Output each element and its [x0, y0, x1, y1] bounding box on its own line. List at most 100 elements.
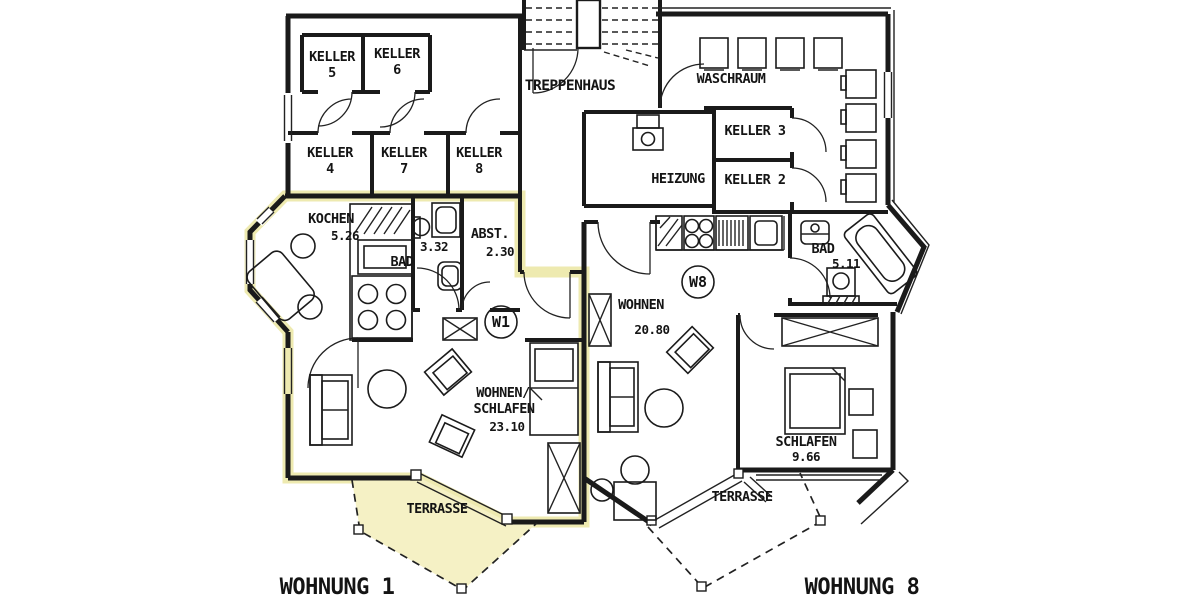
sink-icon: [749, 215, 783, 251]
shower-tray: [435, 206, 457, 234]
room-label-treppenhaus: TREPPENHAUS: [525, 78, 616, 94]
bed-icon: [529, 342, 579, 436]
bedroom-w8: [781, 317, 879, 459]
wardrobe-icon: [588, 293, 612, 347]
w1-badge: W1: [484, 305, 518, 339]
terrace-post: [696, 581, 707, 592]
room-label-keller7: KELLER: [381, 145, 428, 161]
sofa-icon: [597, 361, 639, 433]
fridge-inner: [363, 245, 407, 269]
room-label-abst: ABST.: [471, 226, 509, 242]
round-table-icon: [644, 388, 684, 428]
room-labels: KELLER 5 KELLER 6 KELLER 4 KELLER 7 KELL…: [307, 46, 860, 517]
window-post: [410, 469, 422, 481]
terrace-post: [353, 524, 364, 535]
bath-w1: [411, 202, 463, 291]
room-area-schlafen-w8: 9.66: [792, 449, 820, 464]
door-arc: [307, 47, 831, 389]
kitchen-w8: [655, 215, 785, 251]
room-label-keller4: KELLER: [307, 145, 354, 161]
room-label-wohnen-schlafen-2: SCHLAFEN: [473, 401, 534, 417]
room-number-keller7: 7: [400, 161, 408, 177]
room-label-waschraum: WASCHRAUM: [697, 71, 766, 87]
room-label-bad-w8: BAD: [812, 241, 835, 257]
toilet-icon: [437, 261, 463, 291]
room-label-keller8: KELLER: [456, 145, 503, 161]
terrace-outlines: [351, 472, 826, 594]
window-lines: [245, 72, 893, 529]
chair-icon: [290, 233, 316, 259]
room-area-kochen: 5.26: [331, 228, 359, 243]
room-label-kochen: KOCHEN: [308, 211, 354, 227]
room-label-schlafen-w8: SCHLAFEN: [775, 434, 836, 450]
sofa-icon: [309, 374, 353, 446]
caption-wohnung-8: WOHNUNG 8: [805, 575, 920, 600]
room-label-bad-w1: BAD: [391, 254, 414, 270]
stair-treads: [526, 7, 659, 67]
window-mask: [245, 72, 893, 324]
stairs-icon: [524, 0, 659, 67]
round-table-icon: [367, 369, 407, 409]
room-area-bad-w1: 3.32: [420, 239, 448, 254]
room-label-wohnen-schlafen-1: WOHNEN/: [476, 385, 530, 401]
wall-outline: [247, 11, 927, 527]
wall-partitions: [288, 0, 897, 470]
room-number-keller5: 5: [328, 65, 336, 81]
room-number-keller6: 6: [393, 62, 401, 78]
door-arcs: [307, 47, 831, 389]
sink-drainer-icon: [715, 215, 749, 251]
room-area-abst: 2.30: [486, 244, 514, 259]
chair-icon: [590, 455, 657, 521]
w1-terrace-highlight: [352, 478, 537, 590]
armchair-icon: [428, 413, 476, 459]
room-label-keller5: KELLER: [309, 49, 356, 65]
dining-table-icon: [246, 250, 315, 322]
cabinet-hatch-icon: [655, 215, 683, 251]
cabinet-hatch-icon: [353, 206, 411, 235]
laundry-machines: [699, 37, 877, 203]
boiler-icon: [632, 114, 664, 151]
wardrobe-icon: [547, 442, 581, 514]
bathtub-icon: [843, 213, 918, 295]
shower-icon: [431, 202, 461, 238]
w1-highlight-layer: [244, 190, 590, 590]
bed-icon: [784, 367, 846, 435]
room-area-wohnen-schlafen: 23.10: [489, 419, 524, 434]
armchair-icon: [423, 347, 473, 397]
w8-badge-label: W8: [689, 273, 707, 291]
room-label-terrasse-w8: TERRASSE: [711, 489, 772, 505]
washing-machine-icon: [699, 37, 877, 203]
w1-badge-label: W1: [492, 313, 510, 331]
room-label-keller3: KELLER 3: [724, 123, 785, 139]
washbasin-icon: [411, 216, 431, 239]
outer-walls: [247, 11, 927, 527]
wardrobe-icon: [442, 317, 478, 341]
toilet-icon: [822, 267, 860, 306]
w8-badge: W8: [681, 265, 715, 299]
windows: [245, 7, 930, 529]
stove-icon: [683, 215, 715, 251]
room-number-keller4: 4: [326, 161, 334, 177]
armchair-icon: [665, 325, 715, 375]
badge-circle: [484, 305, 518, 339]
bath-w8: [800, 213, 918, 306]
outer-contour-lines: [658, 7, 930, 525]
chair-icon: [297, 294, 323, 320]
wardrobe-icon: [781, 317, 879, 347]
room-area-wohnen-w8: 20.80: [634, 322, 669, 337]
window-post: [501, 513, 513, 525]
window-post: [733, 468, 744, 479]
room-label-wohnen-w8: WOHNEN: [618, 297, 664, 313]
room-label-heizung: HEIZUNG: [651, 171, 705, 187]
terrace-w8-outline: [647, 472, 824, 590]
badge-circle: [681, 265, 715, 299]
terrace-post: [815, 515, 826, 526]
terrace-post: [456, 583, 467, 594]
washbasin-icon: [800, 220, 830, 245]
nightstand-icon: [848, 388, 874, 416]
captions: WOHNUNG 1 WOHNUNG 8: [280, 575, 920, 600]
room-area-bad-w8: 5.11: [832, 256, 860, 271]
living-w1: [246, 233, 581, 514]
